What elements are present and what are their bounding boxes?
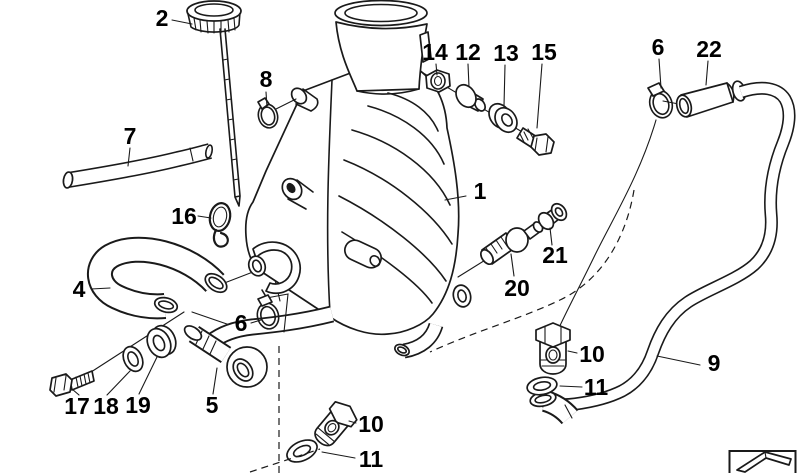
callout-21[interactable]: 21 xyxy=(542,242,568,268)
callout-10-right[interactable]: 10 xyxy=(579,341,605,367)
retaining-clip xyxy=(208,202,232,248)
tank-hook-port xyxy=(247,241,301,301)
callout-4[interactable]: 4 xyxy=(73,276,86,302)
callout-14[interactable]: 14 xyxy=(422,39,448,65)
vent-hose xyxy=(62,143,214,189)
tank-middle-stub xyxy=(343,239,383,269)
hose-clamp-lower xyxy=(256,293,289,333)
callout-9[interactable]: 9 xyxy=(708,350,721,376)
callout-19[interactable]: 19 xyxy=(125,392,151,418)
return-hose-9 xyxy=(529,81,796,425)
callout-12[interactable]: 12 xyxy=(455,39,481,65)
tank-upper-stub xyxy=(281,177,314,210)
dipstick-rod xyxy=(219,28,241,207)
tank-bottom-pipe-right xyxy=(394,322,444,359)
callout-7[interactable]: 7 xyxy=(124,123,137,149)
routing-line xyxy=(557,119,657,331)
hose-clamp-upper xyxy=(647,82,685,119)
callout-11-bottom[interactable]: 11 xyxy=(359,446,384,472)
callout-17[interactable]: 17 xyxy=(64,393,90,419)
filler-cap-dipstick xyxy=(186,0,242,207)
callout-22[interactable]: 22 xyxy=(696,36,722,62)
callout-8[interactable]: 8 xyxy=(260,66,273,92)
callout-20[interactable]: 20 xyxy=(504,275,530,301)
plug-21 xyxy=(537,202,568,231)
nut-14 xyxy=(425,69,451,93)
bolt-17 xyxy=(49,370,95,397)
grommet-19 xyxy=(146,324,177,359)
bolt-15 xyxy=(516,127,555,156)
elbow-fitting xyxy=(183,325,268,388)
callout-1[interactable]: 1 xyxy=(474,178,487,204)
bushing-12 xyxy=(455,83,487,112)
dashed-reference-lines xyxy=(249,189,635,473)
callout-13[interactable]: 13 xyxy=(493,40,519,66)
hose-clamp-8 xyxy=(257,97,297,129)
banjo-bolt-right xyxy=(526,322,571,396)
filler-neck xyxy=(334,0,432,95)
tank-flange-ring xyxy=(452,284,472,308)
callout-5[interactable]: 5 xyxy=(206,392,219,418)
banjo-bolt-bottom xyxy=(286,400,358,463)
hose-sleeve-22 xyxy=(675,80,747,118)
callout-15[interactable]: 15 xyxy=(531,39,557,65)
callout-2[interactable]: 2 xyxy=(156,5,169,31)
callout-6-bottom[interactable]: 6 xyxy=(235,310,248,336)
u-hose xyxy=(87,236,228,320)
threaded-fitting-20 xyxy=(479,221,544,266)
oil-tank xyxy=(244,0,472,336)
callout-10-bottom[interactable]: 10 xyxy=(358,411,384,437)
grommet-13 xyxy=(488,102,518,134)
callout-11-right[interactable]: 11 xyxy=(584,374,609,400)
callout-labels: 2 7 8 16 14 12 13 15 6 22 1 20 21 4 6 5 … xyxy=(64,5,722,472)
callout-6-top[interactable]: 6 xyxy=(652,34,665,60)
washer-18 xyxy=(122,345,144,373)
callout-18[interactable]: 18 xyxy=(93,393,119,419)
callout-16[interactable]: 16 xyxy=(171,203,197,229)
callout-leaders xyxy=(71,19,709,459)
bmw-parts-arrow-logo xyxy=(728,450,797,473)
